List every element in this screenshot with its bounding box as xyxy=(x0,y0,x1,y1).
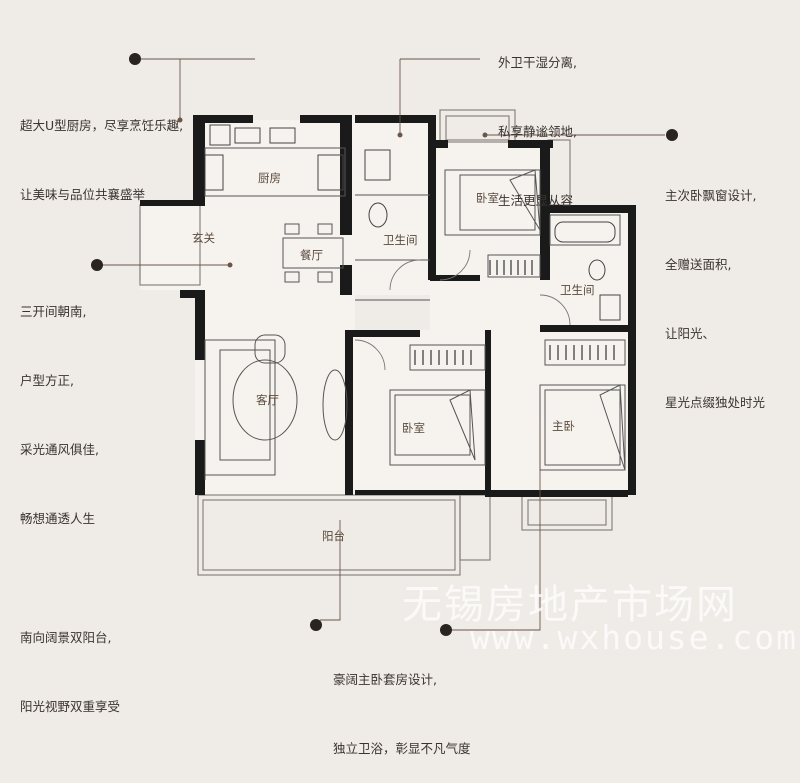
callout-kitchen: 超大U型厨房，尽享烹饪乐趣, 让美味与品位共襄盛举 xyxy=(20,118,184,202)
room-label-master-bedroom: 主卧 xyxy=(552,419,575,433)
watermark-line1: 无锡房地产市场网 xyxy=(402,582,738,628)
room-label-living: 客厅 xyxy=(256,393,279,407)
callout-wet-dry: 外卫干湿分离, 私享静谧领地, 生活更显从容 xyxy=(498,55,577,208)
kitchen-appliances xyxy=(204,124,344,191)
room-label-dining: 餐厅 xyxy=(300,248,323,262)
room-label-bath-master: 卫生间 xyxy=(560,283,595,297)
floor-areas xyxy=(140,115,635,495)
living-furniture xyxy=(232,334,348,441)
doors xyxy=(139,210,571,371)
callout-bay-window: 主次卧飘窗设计, 全赠送面积, 让阳光、 星光点缀独处时光 xyxy=(665,188,766,410)
beds xyxy=(394,169,626,471)
leader-dots xyxy=(177,117,488,268)
walls xyxy=(140,115,636,497)
room-label-bedroom-south: 卧室 xyxy=(402,421,425,435)
room-label-balcony: 阳台 xyxy=(322,529,345,543)
bath-fixtures xyxy=(364,149,621,321)
floor-plan xyxy=(91,53,678,636)
room-label-bedroom-north: 卧室 xyxy=(476,191,499,205)
wardrobes xyxy=(414,260,615,365)
watermark-line2: www.wxhouse.com xyxy=(470,618,799,657)
room-label-foyer: 玄关 xyxy=(192,231,215,245)
callout-master-suite: 豪阔主卧套房设计, 独立卫浴，彰显不凡气度 xyxy=(333,672,471,756)
leader-lines xyxy=(100,58,665,631)
callout-orientation: 三开间朝南, 户型方正, 采光通风俱佳, 畅想通透人生 xyxy=(20,304,99,526)
callout-balcony: 南向阔景双阳台, 阳光视野双重享受 xyxy=(20,630,121,714)
room-label-kitchen: 厨房 xyxy=(258,171,281,185)
leaf-badge-icon xyxy=(91,53,678,636)
room-label-bath-public: 卫生间 xyxy=(383,233,418,247)
dining-table xyxy=(282,223,344,283)
